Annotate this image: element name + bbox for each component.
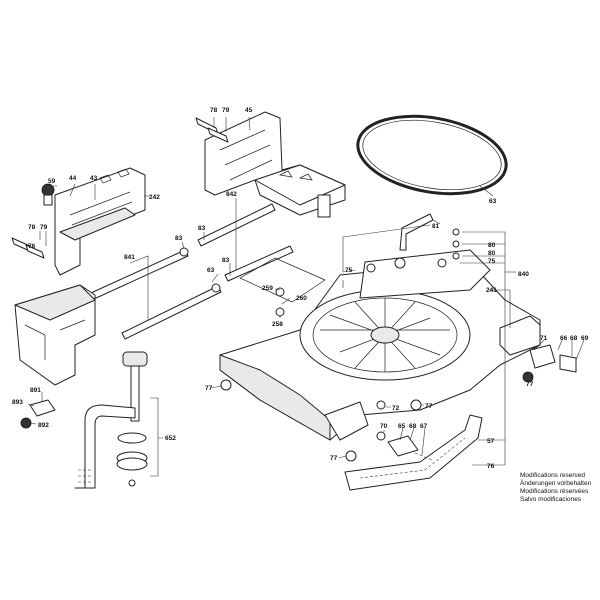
- fence-bracket: [195, 111, 346, 218]
- callout-57: 57: [487, 438, 495, 445]
- callout-652: 652: [165, 435, 176, 442]
- slide-rods: [79, 203, 294, 340]
- callout-59: 59: [48, 178, 56, 185]
- callout-83: 83: [175, 235, 183, 242]
- callout-80b: 80: [488, 250, 496, 257]
- callout-77a: 77: [205, 385, 213, 392]
- callout-83c: 83: [222, 257, 230, 264]
- callout-63b: 63: [489, 198, 497, 205]
- callout-83b: 83: [198, 225, 206, 232]
- callout-72: 72: [392, 405, 400, 412]
- callout-893: 893: [12, 399, 23, 406]
- hold-down-clamp: [74, 351, 148, 489]
- callout-70: 70: [380, 423, 388, 430]
- callout-840: 840: [518, 271, 529, 278]
- callout-242: 242: [149, 194, 160, 201]
- callout-68: 68: [570, 335, 578, 342]
- note-line-4: Salvo modificaciones: [520, 496, 582, 503]
- fasteners: [220, 228, 460, 462]
- sliding-fence: [11, 167, 146, 276]
- callout-44: 44: [69, 175, 77, 182]
- lock-handle: [376, 431, 433, 461]
- callout-45: 45: [245, 107, 253, 114]
- callout-67: 67: [420, 423, 428, 430]
- callout-75b: 75: [345, 267, 353, 274]
- callout-75: 75: [488, 258, 496, 265]
- miter-lock-knob: [522, 344, 577, 383]
- callout-258: 258: [272, 321, 283, 328]
- callout-259: 259: [262, 285, 273, 292]
- callout-80: 80: [488, 242, 496, 249]
- callout-77b: 77: [425, 403, 433, 410]
- callout-892: 892: [38, 422, 49, 429]
- callout-260: 260: [296, 295, 307, 302]
- callout-78b: 78: [28, 224, 36, 231]
- callout-69: 69: [581, 335, 589, 342]
- leader-lines: [27, 116, 585, 477]
- callout-63: 63: [207, 267, 215, 274]
- link-bracket: [239, 257, 326, 317]
- turntable-base: [219, 249, 541, 441]
- callout-76: 76: [28, 243, 36, 250]
- callout-77c: 77: [330, 455, 338, 462]
- callout-76b: 76: [487, 463, 495, 470]
- drive-belt: [356, 114, 508, 196]
- callout-78: 78: [210, 107, 218, 114]
- note-line-1: Modifications reserved: [520, 472, 585, 479]
- callout-66: 66: [560, 335, 568, 342]
- hex-key: [399, 213, 434, 251]
- callout-labels: 78 79 45 59 44 43 242 78 79 76 842 83 83…: [12, 107, 589, 470]
- rear-bracket: [14, 284, 96, 429]
- note-line-3: Modifications réservées: [520, 488, 589, 495]
- callout-81: 81: [432, 223, 440, 230]
- note-line-2: Änderungen vorbehalten: [520, 479, 592, 487]
- callout-77d: 77: [526, 381, 534, 388]
- callout-841: 841: [124, 254, 135, 261]
- callout-891: 891: [30, 387, 41, 394]
- callout-79: 79: [222, 107, 230, 114]
- callout-79b: 79: [40, 224, 48, 231]
- miter-detent-plate: [344, 414, 483, 491]
- callout-43: 43: [90, 175, 98, 182]
- callout-68b: 68: [409, 423, 417, 430]
- callout-241: 241: [486, 287, 497, 294]
- callout-65: 65: [398, 423, 406, 430]
- callout-71: 71: [540, 335, 548, 342]
- callout-842: 842: [226, 191, 237, 198]
- modifications-note: Modifications reserved Änderungen vorbeh…: [520, 472, 592, 503]
